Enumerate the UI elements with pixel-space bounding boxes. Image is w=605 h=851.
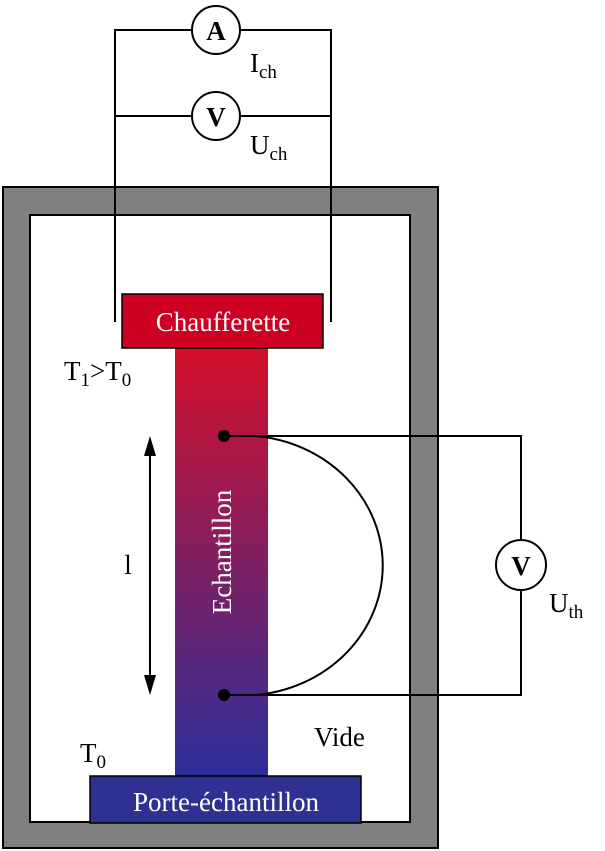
thermocouple-junction-bottom bbox=[218, 689, 230, 701]
chamber-frame bbox=[2, 186, 439, 849]
heater-label: Chaufferette bbox=[156, 307, 290, 337]
heater-circuit-wires bbox=[114, 29, 332, 322]
heater-block bbox=[121, 293, 324, 349]
ammeter-current-label: Ich bbox=[250, 48, 277, 83]
length-label: l bbox=[124, 550, 132, 580]
voltmeter-thermo-label: Uth bbox=[549, 588, 584, 623]
voltmeter-thermo-circle bbox=[495, 539, 547, 591]
length-arrow bbox=[144, 436, 156, 695]
temperature-hot-label: T1>T0 bbox=[64, 356, 131, 391]
voltmeter-heater-symbol: V bbox=[206, 102, 226, 132]
thermocouple-circuit bbox=[224, 435, 522, 696]
sample-holder-label: Porte-échantillon bbox=[133, 787, 319, 817]
vacuum-label: Vide bbox=[314, 722, 365, 752]
ammeter-circle bbox=[191, 5, 241, 55]
ammeter-symbol: A bbox=[206, 16, 226, 46]
thermocouple-junction-top bbox=[218, 430, 230, 442]
voltmeter-heater-circle bbox=[191, 91, 241, 141]
temperature-cold-label: T0 bbox=[80, 738, 106, 773]
voltmeter-heater-label: Uch bbox=[250, 130, 288, 165]
sample-bar bbox=[175, 348, 268, 776]
sample-holder bbox=[89, 775, 362, 824]
sample-label: Echantillon bbox=[207, 489, 237, 614]
voltmeter-thermo-symbol: V bbox=[511, 551, 531, 581]
